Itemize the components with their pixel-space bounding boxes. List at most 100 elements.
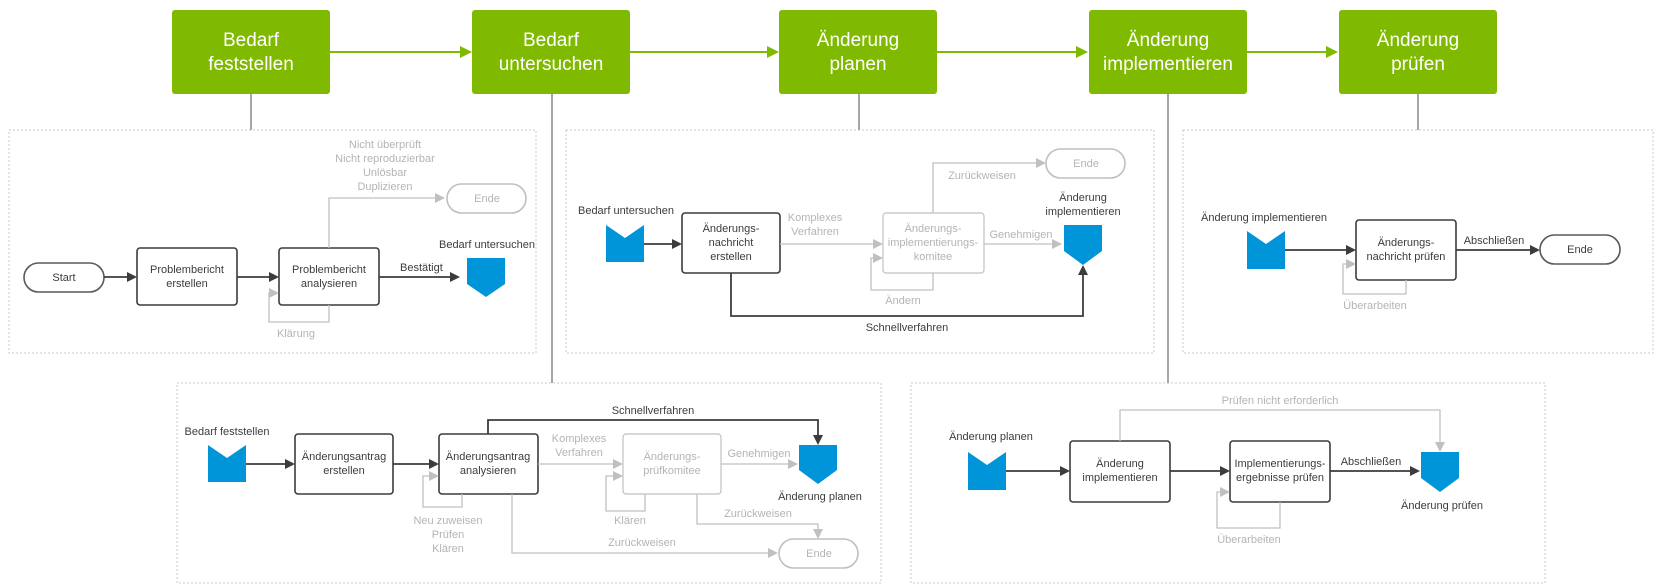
bedarf-feststellen-reference bbox=[208, 445, 246, 482]
complex-label: Verfahren bbox=[791, 226, 839, 238]
reject-label: Nicht reproduzierbar bbox=[335, 153, 435, 165]
phase-label: Bedarf bbox=[523, 30, 580, 51]
skip-arrow bbox=[1119, 409, 1445, 452]
reference-label: Änderung implementieren bbox=[1201, 212, 1327, 224]
box-label: Änderungsantrag bbox=[302, 451, 386, 463]
panel-aenderung-pruefen bbox=[1182, 129, 1654, 354]
aenderung-planen-reference bbox=[799, 445, 837, 484]
reference-label: Bedarf untersuchen bbox=[439, 239, 535, 251]
end-terminator: Ende bbox=[446, 183, 527, 214]
panel-bedarf-feststellen bbox=[8, 129, 537, 354]
aenderung-implementieren-box: Änderung implementieren bbox=[1069, 440, 1171, 503]
box-label: Problembericht bbox=[292, 264, 366, 276]
aenderungsantrag-erstellen-box: Änderungsantrag erstellen bbox=[294, 433, 394, 495]
implementierungsergebnisse-pruefen-box: Implementierungs- ergebnisse prüfen bbox=[1229, 440, 1331, 503]
phase-aenderung-planen: Änderung planen bbox=[779, 10, 937, 94]
reference-label: Änderung planen bbox=[778, 491, 862, 503]
complex-label: Komplexes bbox=[788, 212, 843, 224]
box-label: erstellen bbox=[166, 278, 208, 290]
box-label: ergebnisse prüfen bbox=[1236, 472, 1324, 484]
phase-bedarf-feststellen: Bedarf feststellen bbox=[172, 10, 330, 94]
loop-label: Ändern bbox=[885, 295, 920, 307]
loop-arrow bbox=[1342, 259, 1407, 295]
reference-label: Änderung planen bbox=[949, 431, 1033, 443]
reference-label: Änderung bbox=[1059, 192, 1107, 204]
reject-label: Duplizieren bbox=[357, 181, 412, 193]
box-label: Änderungs- bbox=[1378, 237, 1435, 249]
aenderung-pruefen-reference bbox=[1421, 452, 1459, 492]
panel-bedarf-untersuchen bbox=[176, 382, 882, 584]
reference-label: Bedarf untersuchen bbox=[578, 205, 674, 217]
complex-label: Komplexes bbox=[552, 433, 607, 445]
reject-arrow bbox=[696, 494, 823, 539]
approve-label: Genehmigen bbox=[728, 448, 791, 460]
aenderung-planen-reference bbox=[968, 452, 1006, 490]
box-label: prüfkomitee bbox=[643, 465, 700, 477]
end-terminator: Ende bbox=[1045, 148, 1126, 179]
box-label: nachricht bbox=[709, 237, 754, 249]
box-label: erstellen bbox=[710, 251, 752, 263]
aenderungs-pruefkomitee-box: Änderungs- prüfkomitee bbox=[622, 433, 722, 495]
box-label: komitee bbox=[914, 251, 953, 263]
aenderungsnachricht-erstellen-box: Änderungs- nachricht erstellen bbox=[681, 212, 781, 274]
problembericht-erstellen-box: Problembericht erstellen bbox=[136, 247, 238, 306]
loop-arrow bbox=[870, 253, 934, 291]
loop-label: Klären bbox=[614, 515, 646, 527]
fast-track-arrow bbox=[730, 265, 1088, 317]
loop-arrow bbox=[422, 471, 463, 508]
confirmed-label: Bestätigt bbox=[400, 262, 443, 274]
loop-label: Klärung bbox=[277, 328, 315, 340]
phase-label: Änderung bbox=[817, 30, 899, 51]
loop-label: Überarbeiten bbox=[1217, 534, 1281, 546]
bedarf-untersuchen-reference bbox=[606, 225, 644, 262]
reject-label: Zurückweisen bbox=[608, 537, 676, 549]
reject-label: Zurückweisen bbox=[724, 508, 792, 520]
complex-label: Verfahren bbox=[555, 447, 603, 459]
panel-aenderung-implementieren bbox=[910, 382, 1546, 584]
reference-label: Änderung prüfen bbox=[1401, 500, 1483, 512]
problembericht-analysieren-box: Problembericht analysieren bbox=[278, 247, 380, 306]
loop-arrow bbox=[605, 471, 646, 512]
phase-aenderung-implementieren: Änderung implementieren bbox=[1089, 10, 1247, 94]
phase-label: implementieren bbox=[1103, 54, 1233, 75]
reject-label: Unlösbar bbox=[363, 167, 407, 179]
phase-label: Bedarf bbox=[223, 30, 280, 51]
close-label: Abschließen bbox=[1464, 235, 1525, 247]
end-label: Ende bbox=[806, 548, 832, 560]
loop-label: Klären bbox=[432, 543, 464, 555]
start-label: Start bbox=[52, 272, 75, 284]
box-label: Änderungs- bbox=[703, 223, 760, 235]
loop-label: Prüfen bbox=[432, 529, 464, 541]
reject-label: Nicht überprüft bbox=[349, 139, 421, 151]
close-label: Abschließen bbox=[1341, 456, 1402, 468]
box-label: Änderungsantrag bbox=[446, 451, 530, 463]
phase-label: prüfen bbox=[1391, 54, 1445, 75]
reject-arrow bbox=[511, 494, 778, 558]
box-label: Änderungs- bbox=[644, 451, 701, 463]
aenderung-implementieren-reference bbox=[1064, 225, 1102, 265]
aenderungsantrag-analysieren-box: Änderungsantrag analysieren bbox=[438, 433, 539, 495]
box-label: Änderungs- bbox=[905, 223, 962, 235]
fast-track-label: Schnellverfahren bbox=[612, 405, 695, 417]
aenderungs-implementierungskomitee-box: Änderungs- implementierungs- komitee bbox=[882, 212, 985, 274]
loop-label: Überarbeiten bbox=[1343, 300, 1407, 312]
end-label: Ende bbox=[474, 193, 500, 205]
phase-label: Änderung bbox=[1377, 30, 1459, 51]
reject-label: Zurückweisen bbox=[948, 170, 1016, 182]
end-terminator: Ende bbox=[1539, 234, 1621, 265]
box-label: Problembericht bbox=[150, 264, 224, 276]
fast-track-arrow bbox=[487, 419, 823, 445]
phase-aenderung-pruefen: Änderung prüfen bbox=[1339, 10, 1497, 94]
box-label: implementierungs- bbox=[888, 237, 979, 249]
bedarf-untersuchen-reference bbox=[467, 258, 505, 297]
box-label: implementieren bbox=[1082, 472, 1157, 484]
box-label: analysieren bbox=[460, 465, 516, 477]
phase-label: planen bbox=[829, 54, 886, 75]
start-terminator: Start bbox=[23, 262, 105, 293]
loop-arrow bbox=[268, 288, 330, 323]
end-label: Ende bbox=[1073, 158, 1099, 170]
reference-label: implementieren bbox=[1045, 206, 1120, 218]
reject-arrow bbox=[328, 193, 445, 248]
loop-arrow bbox=[1216, 487, 1281, 529]
phase-label: feststellen bbox=[208, 54, 294, 75]
